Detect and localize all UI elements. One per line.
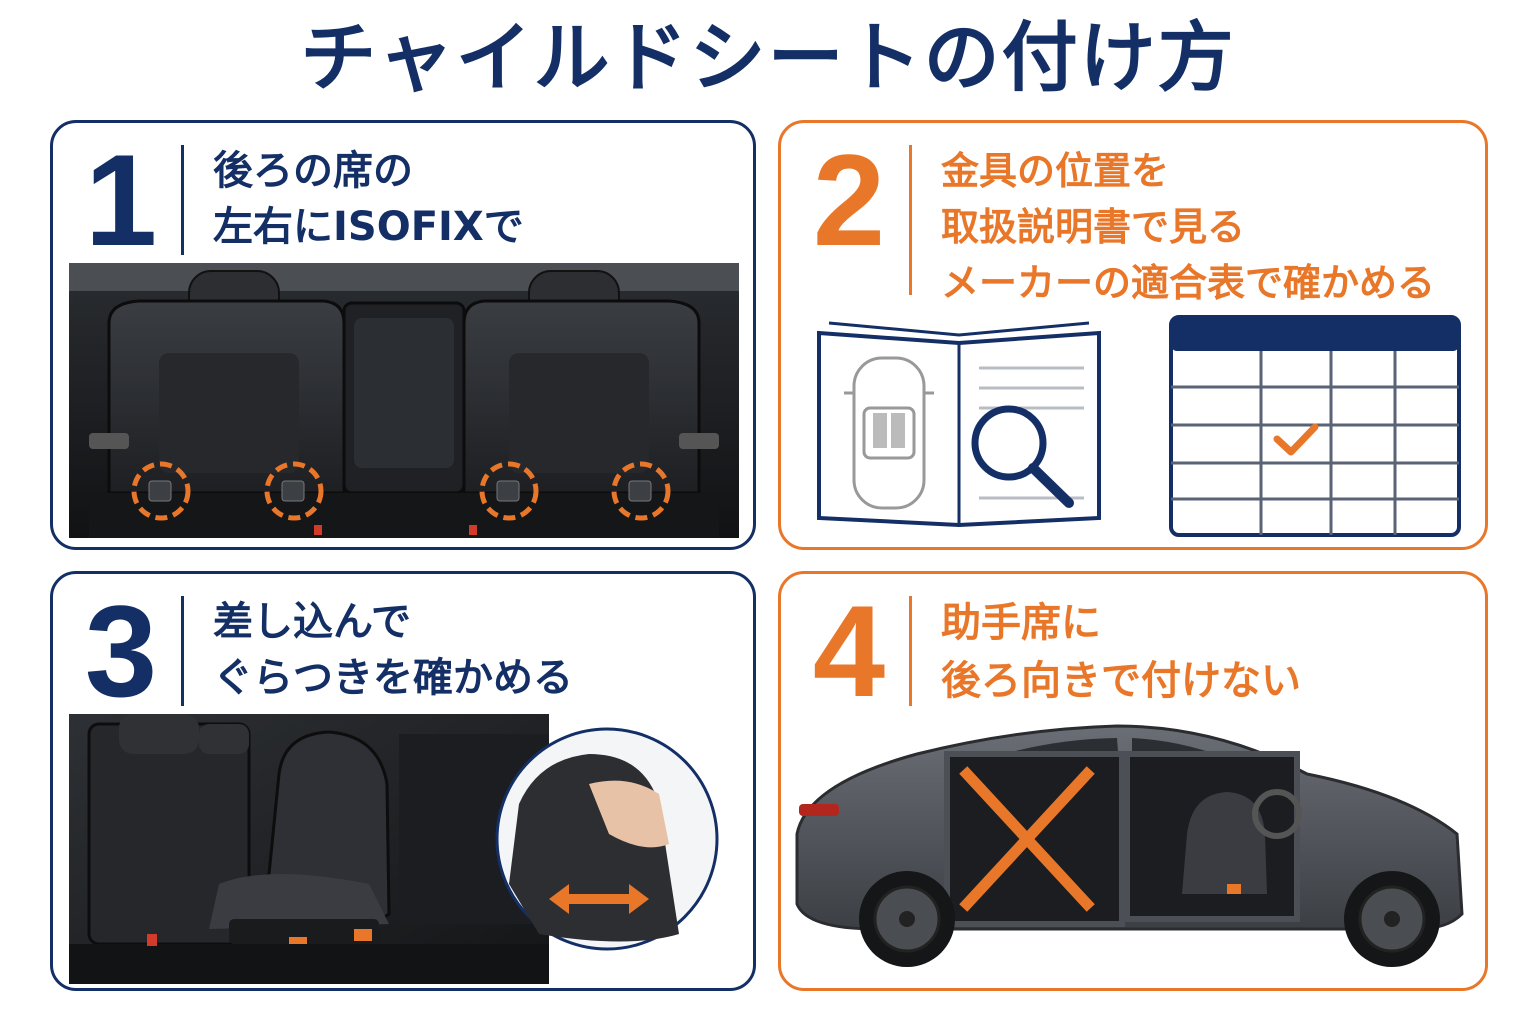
step-number: 1 [84,127,158,273]
divider [909,596,912,706]
double-arrow-icon [549,884,649,914]
divider [181,145,184,255]
heading-line: 左右にISOFIXで [213,204,524,250]
heading-line: メーカーの適合表で確かめる [941,261,1436,305]
heading-line: 差し込んで [213,599,411,645]
isofix-anchor-marker [611,461,671,521]
manual-book-icon [817,321,1101,528]
step-number: 3 [84,578,158,724]
heading-line: ぐらつきを確かめる [213,655,573,701]
step-number: 4 [812,578,886,724]
isofix-anchor-marker [479,461,539,521]
divider [909,145,912,295]
step-heading: 金具の位置を 取扱説明書で見る メーカーの適合表で確かめる [941,143,1435,311]
wheel-icon [1344,871,1440,967]
heading-line: 後ろ向きで付けない [941,658,1301,704]
heading-line: 後ろの席の [213,148,413,194]
step-heading: 差し込んで ぐらつきを確かめる [213,594,573,706]
step-heading: 助手席に 後ろ向きで付けない [941,594,1301,710]
heading-line: 取扱説明書で見る [941,205,1246,249]
wheel-icon [859,871,955,967]
step-3-panel: 3 差し込んで ぐらつきを確かめる [50,571,756,991]
rear-seat-isofix-illustration [69,263,739,538]
cross-mark-icon [959,766,1095,912]
step-1-panel: 1 後ろの席の 左右にISOFIXで [50,120,756,550]
heading-line: 助手席に [941,600,1101,646]
step-4-panel: 4 助手席に 後ろ向きで付けない [778,571,1488,991]
compatibility-table-icon [1169,315,1461,537]
step-2-panel: 2 金具の位置を 取扱説明書で見る メーカーの適合表で確かめる [778,120,1488,550]
step-heading: 後ろの席の 左右にISOFIXで [213,143,524,255]
heading-line: 金具の位置を [941,149,1170,193]
magnifier-icon [971,405,1074,508]
divider [181,596,184,706]
isofix-anchor-marker [264,461,324,521]
step-number: 2 [812,127,886,273]
wiggle-check-inset [495,727,719,951]
page-title: チャイルドシートの付け方 [300,13,1236,102]
isofix-anchor-marker [131,461,191,521]
child-seat-installation-illustration [69,714,719,984]
checkmark-icon [1273,423,1319,456]
car-passenger-seat-illustration [795,724,1464,967]
